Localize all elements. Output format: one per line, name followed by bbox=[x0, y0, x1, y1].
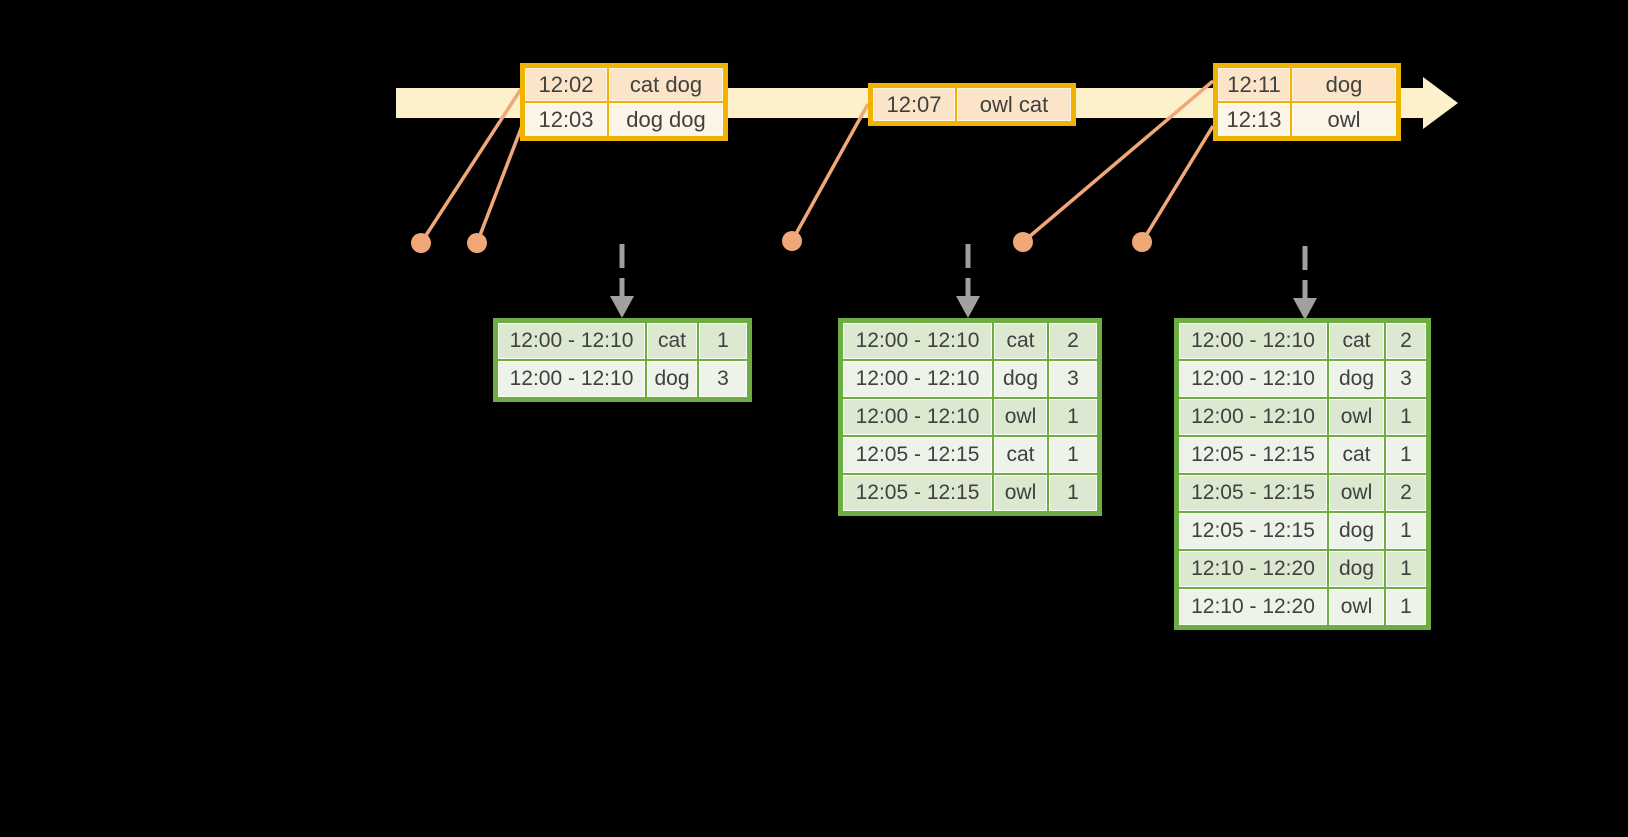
event-connector-line bbox=[475, 125, 524, 244]
event-dot bbox=[782, 231, 802, 251]
result-word: owl bbox=[1329, 475, 1384, 511]
event-dot bbox=[1013, 232, 1033, 252]
result-row: 12:05 - 12:15 owl 1 bbox=[843, 475, 1097, 511]
result-word: dog bbox=[1329, 551, 1384, 587]
result-word: owl bbox=[994, 399, 1047, 435]
result-row: 12:00 - 12:10 dog 3 bbox=[1179, 361, 1426, 397]
event-time: 12:07 bbox=[873, 88, 955, 121]
result-word: cat bbox=[994, 437, 1047, 473]
trigger-arrow bbox=[610, 244, 634, 318]
trigger-arrow bbox=[1293, 246, 1317, 320]
result-row: 12:05 - 12:15 dog 1 bbox=[1179, 513, 1426, 549]
result-word: dog bbox=[1329, 513, 1384, 549]
event-words: dog dog bbox=[609, 103, 723, 136]
event-words: owl bbox=[1292, 103, 1396, 136]
event-words: cat dog bbox=[609, 68, 723, 101]
result-window: 12:00 - 12:10 bbox=[843, 323, 992, 359]
event-connector-line bbox=[1021, 79, 1215, 244]
result-window: 12:00 - 12:10 bbox=[843, 361, 992, 397]
result-word: dog bbox=[647, 361, 697, 397]
result-row: 12:00 - 12:10 dog 3 bbox=[498, 361, 747, 397]
result-count: 2 bbox=[1049, 323, 1097, 359]
result-count: 1 bbox=[1049, 437, 1097, 473]
result-count: 1 bbox=[1049, 475, 1097, 511]
result-row: 12:05 - 12:15 cat 1 bbox=[843, 437, 1097, 473]
result-word: cat bbox=[994, 323, 1047, 359]
result-window: 12:05 - 12:15 bbox=[843, 475, 992, 511]
result-row: 12:00 - 12:10 dog 3 bbox=[843, 361, 1097, 397]
event-row: 12:11 dog bbox=[1218, 68, 1396, 101]
result-word: cat bbox=[1329, 437, 1384, 473]
result-count: 1 bbox=[1386, 399, 1426, 435]
result-window: 12:00 - 12:10 bbox=[1179, 399, 1327, 435]
event-connector-line bbox=[790, 103, 870, 242]
trigger-arrow bbox=[956, 244, 980, 318]
result-window: 12:00 - 12:10 bbox=[1179, 323, 1327, 359]
result-window: 12:05 - 12:15 bbox=[843, 437, 992, 473]
event-row: 12:13 owl bbox=[1218, 103, 1396, 136]
result-word: dog bbox=[1329, 361, 1384, 397]
timeline-arrowhead-icon bbox=[1423, 77, 1458, 129]
event-time: 12:03 bbox=[525, 103, 607, 136]
result-row: 12:10 - 12:20 owl 1 bbox=[1179, 589, 1426, 625]
result-row: 12:05 - 12:15 owl 2 bbox=[1179, 475, 1426, 511]
result-word: owl bbox=[1329, 399, 1384, 435]
event-table-1: 12:02 cat dog 12:03 dog dog bbox=[520, 63, 728, 141]
result-table-1: 12:00 - 12:10 cat 1 12:00 - 12:10 dog 3 bbox=[493, 318, 752, 402]
event-connector-line bbox=[419, 88, 523, 244]
result-window: 12:05 - 12:15 bbox=[1179, 513, 1327, 549]
result-window: 12:10 - 12:20 bbox=[1179, 551, 1327, 587]
result-window: 12:00 - 12:10 bbox=[1179, 361, 1327, 397]
result-window: 12:05 - 12:15 bbox=[1179, 475, 1327, 511]
result-row: 12:00 - 12:10 cat 2 bbox=[1179, 323, 1426, 359]
result-row: 12:00 - 12:10 cat 1 bbox=[498, 323, 747, 359]
result-row: 12:00 - 12:10 owl 1 bbox=[1179, 399, 1426, 435]
event-dot bbox=[467, 233, 487, 253]
result-count: 2 bbox=[1386, 475, 1426, 511]
event-table-3: 12:11 dog 12:13 owl bbox=[1213, 63, 1401, 141]
result-row: 12:05 - 12:15 cat 1 bbox=[1179, 437, 1426, 473]
result-count: 1 bbox=[1386, 437, 1426, 473]
result-count: 1 bbox=[1386, 513, 1426, 549]
result-word: cat bbox=[1329, 323, 1384, 359]
result-count: 1 bbox=[1049, 399, 1097, 435]
result-window: 12:00 - 12:10 bbox=[498, 361, 645, 397]
result-row: 12:10 - 12:20 dog 1 bbox=[1179, 551, 1426, 587]
result-count: 3 bbox=[1049, 361, 1097, 397]
result-window: 12:00 - 12:10 bbox=[843, 399, 992, 435]
result-word: cat bbox=[647, 323, 697, 359]
result-window: 12:10 - 12:20 bbox=[1179, 589, 1327, 625]
event-row: 12:02 cat dog bbox=[525, 68, 723, 101]
result-count: 3 bbox=[1386, 361, 1426, 397]
event-dot bbox=[1132, 232, 1152, 252]
result-count: 3 bbox=[699, 361, 747, 397]
event-words: owl cat bbox=[957, 88, 1071, 121]
event-row: 12:07 owl cat bbox=[873, 88, 1071, 121]
result-row: 12:00 - 12:10 owl 1 bbox=[843, 399, 1097, 435]
result-word: owl bbox=[1329, 589, 1384, 625]
event-connector-line bbox=[1140, 125, 1215, 243]
event-table-2: 12:07 owl cat bbox=[868, 83, 1076, 126]
event-time: 12:02 bbox=[525, 68, 607, 101]
result-count: 1 bbox=[1386, 589, 1426, 625]
event-time: 12:11 bbox=[1218, 68, 1290, 101]
result-count: 1 bbox=[699, 323, 747, 359]
result-table-2: 12:00 - 12:10 cat 2 12:00 - 12:10 dog 3 … bbox=[838, 318, 1102, 516]
event-time: 12:13 bbox=[1218, 103, 1290, 136]
result-row: 12:00 - 12:10 cat 2 bbox=[843, 323, 1097, 359]
result-word: dog bbox=[994, 361, 1047, 397]
result-count: 1 bbox=[1386, 551, 1426, 587]
result-count: 2 bbox=[1386, 323, 1426, 359]
result-window: 12:00 - 12:10 bbox=[498, 323, 645, 359]
event-row: 12:03 dog dog bbox=[525, 103, 723, 136]
event-dot bbox=[411, 233, 431, 253]
result-table-3: 12:00 - 12:10 cat 2 12:00 - 12:10 dog 3 … bbox=[1174, 318, 1431, 630]
result-word: owl bbox=[994, 475, 1047, 511]
result-window: 12:05 - 12:15 bbox=[1179, 437, 1327, 473]
event-words: dog bbox=[1292, 68, 1396, 101]
